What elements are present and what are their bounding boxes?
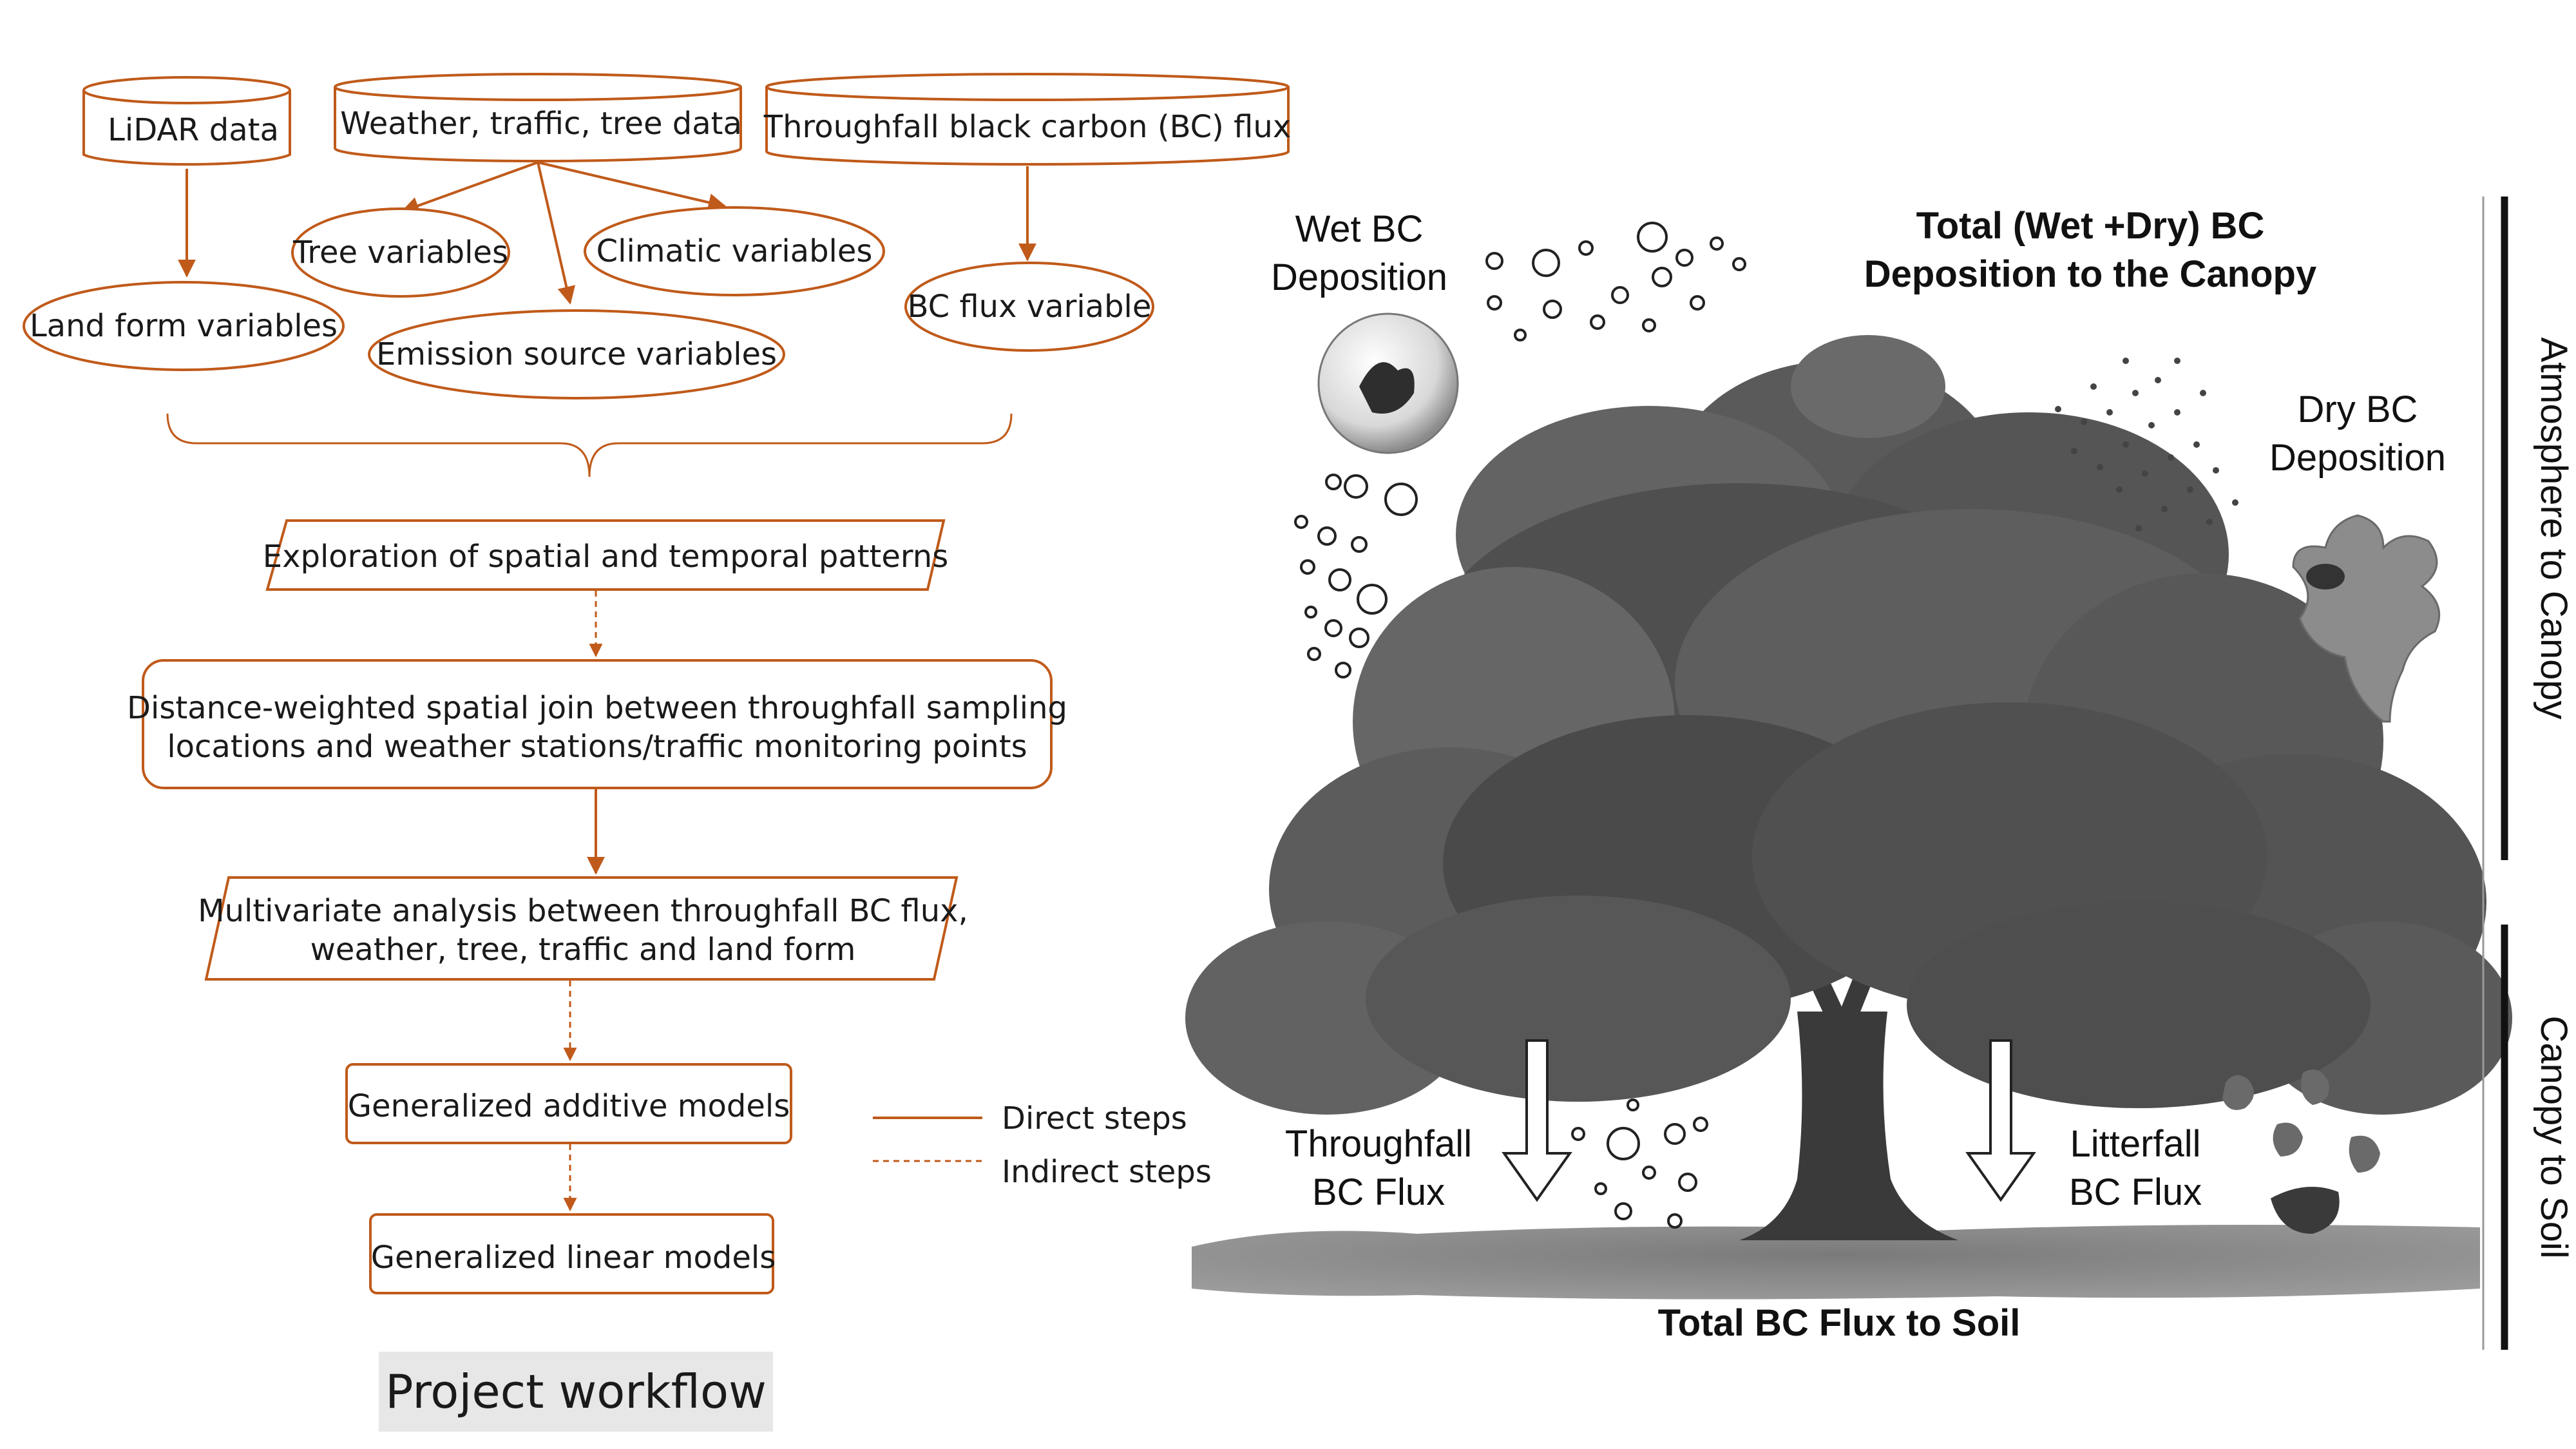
litterfall-label-line2: BC Flux <box>2069 1171 2202 1213</box>
wet-bc-label-line1: Wet BC <box>1295 208 1424 250</box>
variable-emission-label: Emission source variables <box>376 336 777 372</box>
caption-label: Project workflow <box>385 1365 767 1419</box>
soil-total-label: Total BC Flux to Soil <box>1658 1302 2021 1344</box>
legend: Direct steps Indirect steps <box>873 1100 1212 1190</box>
throughfall-label-line1: Throughfall <box>1285 1123 1472 1165</box>
step-join-line1: Distance-weighted spatial join between t… <box>127 690 1067 726</box>
step-exploration: Exploration of spatial and temporal patt… <box>263 519 948 591</box>
source-weather: Weather, traffic, tree data <box>334 73 742 162</box>
source-arrows <box>178 161 1036 305</box>
variable-climatic-label: Climatic variables <box>596 233 873 269</box>
step-glm: Generalized linear models <box>369 1213 776 1294</box>
ground <box>1192 1225 2480 1300</box>
bc-deposition-illustration: Wet BC Deposition Total (Wet +Dry) BC De… <box>1185 197 2575 1350</box>
dry-bc-label-line1: Dry BC <box>2298 389 2418 430</box>
leaf-bc-spot <box>2306 564 2345 590</box>
variable-tree: Tree variables <box>291 207 510 298</box>
rain-droplets <box>1294 222 1746 1229</box>
total-deposition-line1: Total (Wet +Dry) BC <box>1916 205 2265 247</box>
variable-landform-label: Land form variables <box>30 308 338 344</box>
wet-bc-label-line2: Deposition <box>1271 256 1447 298</box>
step-multivariate: Multivariate analysis between throughfal… <box>198 876 968 981</box>
step-multi-line1: Multivariate analysis between throughfal… <box>198 893 968 929</box>
throughfall-arrow-icon <box>1502 1039 1572 1202</box>
step-exploration-label: Exploration of spatial and temporal patt… <box>263 539 948 575</box>
step-gam-label: Generalized additive models <box>348 1088 790 1124</box>
step-join-line2: locations and weather stations/traffic m… <box>167 729 1027 765</box>
side-label-soil: Canopy to Soil <box>2533 1015 2575 1258</box>
legend-direct-label: Direct steps <box>1002 1100 1187 1137</box>
variable-bcflux: BC flux variable <box>904 262 1154 352</box>
grouping-brace <box>166 413 1013 477</box>
step-spatial-join: Distance-weighted spatial join between t… <box>127 659 1067 789</box>
variable-tree-label: Tree variables <box>292 235 508 271</box>
side-label-atmosphere: Atmosphere to Canopy <box>2533 337 2575 719</box>
source-throughfall: Throughfall black carbon (BC) flux <box>763 73 1291 166</box>
step-multi-line2: weather, tree, traffic and land form <box>310 932 856 968</box>
variable-emission: Emission source variables <box>368 309 785 399</box>
dry-bc-particles <box>2055 358 2238 532</box>
wet-bc-bubble <box>1317 312 1459 454</box>
source-lidar: LiDAR data <box>82 76 291 166</box>
variable-climatic: Climatic variables <box>584 206 885 296</box>
variable-bcflux-label: BC flux variable <box>908 289 1152 325</box>
litterfall-arrow-icon <box>1965 1039 2036 1202</box>
falling-leaves <box>2222 1070 2380 1234</box>
source-throughfall-label: Throughfall black carbon (BC) flux <box>763 109 1291 145</box>
step-gam: Generalized additive models <box>345 1063 792 1144</box>
source-lidar-label: LiDAR data <box>108 112 279 148</box>
tree-trunk <box>1739 1012 1958 1240</box>
workflow-diagram: LiDAR data Weather, traffic, tree data T… <box>23 73 1291 1294</box>
source-weather-label: Weather, traffic, tree data <box>340 106 742 142</box>
variable-landform: Land form variables <box>23 281 345 371</box>
litterfall-label-line1: Litterfall <box>2070 1123 2200 1165</box>
throughfall-label-line2: BC Flux <box>1312 1171 1445 1213</box>
tree-canopy <box>1185 335 2512 1115</box>
dry-bc-label-line2: Deposition <box>2269 437 2446 479</box>
step-glm-label: Generalized linear models <box>371 1240 776 1276</box>
caption-box: Project workflow <box>379 1352 773 1432</box>
legend-indirect-label: Indirect steps <box>1002 1154 1212 1190</box>
total-deposition-line2: Deposition to the Canopy <box>1864 253 2316 295</box>
